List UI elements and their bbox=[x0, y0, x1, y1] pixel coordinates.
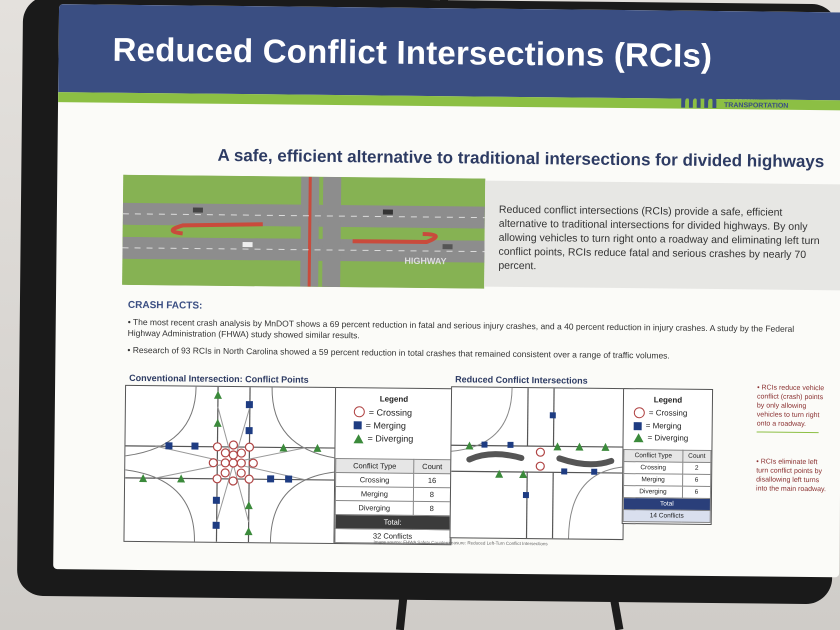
merging-square-icon bbox=[353, 421, 362, 430]
legend-crossing-label: = Crossing bbox=[368, 406, 413, 418]
side-note-1: • RCIs reduce vehicle conflict (crash) p… bbox=[756, 384, 825, 428]
table-cell: 8 bbox=[413, 487, 451, 502]
poster-title: Reduced Conflict Intersections (RCIs) bbox=[112, 30, 713, 74]
crossing-circle-icon bbox=[353, 406, 365, 418]
highway-label: HIGHWAY bbox=[404, 255, 447, 267]
intro-box: Reduced conflict intersections (RCIs) pr… bbox=[484, 180, 840, 291]
table-header: Conflict Type bbox=[335, 458, 414, 474]
table-cell: 2 bbox=[682, 462, 711, 475]
legend-crossing: = Crossing bbox=[633, 407, 712, 419]
image-credit: Image source: FHWA Safety Countermeasure… bbox=[373, 539, 548, 547]
rci-aerial-graphic bbox=[122, 174, 486, 289]
crash-fact-1: • The most recent crash analysis by MnDO… bbox=[127, 316, 795, 341]
diverging-triangle-icon bbox=[353, 433, 364, 443]
table-cell: Crossing bbox=[335, 472, 414, 488]
table-cell: Merging bbox=[335, 486, 414, 502]
table-cell: 6 bbox=[682, 474, 711, 487]
table-header: Count bbox=[413, 459, 451, 474]
crash-fact-2: • Research of 93 RCIs in North Carolina … bbox=[127, 344, 670, 361]
rci-diagram bbox=[449, 386, 626, 541]
intro-text: Reduced conflict intersections (RCIs) pr… bbox=[498, 203, 820, 273]
conventional-title: Conventional Intersection: Conflict Poin… bbox=[129, 372, 309, 385]
poster-header: Reduced Conflict Intersections (RCIs) bbox=[58, 4, 840, 101]
legend-diverging: = Diverging bbox=[633, 433, 712, 443]
total-row: Total bbox=[623, 497, 711, 511]
side-note-2: • RCIs eliminate left turn conflict poin… bbox=[756, 458, 826, 494]
legend-merging: = Merging bbox=[633, 421, 712, 431]
table-cell: Merging bbox=[623, 473, 683, 487]
legend-merging-label: = Merging bbox=[365, 420, 407, 431]
legend-merging-label: = Merging bbox=[645, 421, 682, 431]
poster-subtitle: A safe, efficient alternative to traditi… bbox=[217, 145, 825, 172]
mndot-logo: mn DEPARTMENT OF TRANSPORTATION bbox=[679, 89, 810, 115]
table-cell: Crossing bbox=[623, 461, 683, 475]
hero-illustration: HIGHWAY bbox=[122, 174, 486, 289]
conventional-legend: Legend = Crossing = Merging = Diverging … bbox=[333, 387, 454, 546]
diverging-triangle-icon bbox=[633, 433, 644, 443]
table-cell: Diverging bbox=[335, 500, 414, 516]
legend-title: Legend bbox=[653, 395, 683, 405]
total-value: 14 Conflicts bbox=[623, 509, 711, 523]
total-label: Total bbox=[623, 497, 711, 511]
total-row: Total: bbox=[335, 514, 451, 530]
total-value-row: 14 Conflicts bbox=[623, 509, 711, 523]
legend-diverging: = Diverging bbox=[353, 433, 451, 444]
legend-diverging-label: = Diverging bbox=[367, 433, 414, 444]
legend-title: Legend bbox=[379, 394, 409, 404]
legend-merging: = Merging bbox=[353, 420, 452, 431]
conventional-diagram bbox=[123, 384, 338, 545]
logo-text: DEPARTMENT OF TRANSPORTATION bbox=[724, 93, 789, 110]
merging-square-icon bbox=[633, 421, 642, 430]
table-header: Count bbox=[682, 450, 711, 463]
rci-intersection-graphic bbox=[451, 387, 624, 539]
conventional-intersection-graphic bbox=[125, 386, 336, 543]
rci-title: Reduced Conflict Intersections bbox=[455, 374, 588, 386]
poster-board: Reduced Conflict Intersections (RCIs) mn… bbox=[16, 0, 840, 605]
legend-crossing-label: = Crossing bbox=[648, 408, 688, 418]
table-header: Conflict Type bbox=[623, 449, 683, 463]
legend-crossing: = Crossing bbox=[353, 406, 452, 418]
rci-legend: Legend = Crossing = Merging = Diverging … bbox=[621, 388, 714, 525]
side-note-divider bbox=[756, 431, 819, 434]
legend-diverging-label: = Diverging bbox=[647, 433, 689, 443]
table-cell: Diverging bbox=[623, 485, 683, 499]
crash-facts-heading: CRASH FACTS: bbox=[127, 299, 203, 312]
table-cell: 6 bbox=[682, 486, 711, 499]
table-cell: 8 bbox=[413, 501, 451, 516]
total-label: Total: bbox=[335, 514, 451, 530]
crossing-circle-icon bbox=[633, 407, 645, 419]
logo-mark: mn bbox=[679, 88, 719, 115]
poster: Reduced Conflict Intersections (RCIs) mn… bbox=[53, 4, 840, 578]
table-cell: 16 bbox=[413, 473, 451, 488]
